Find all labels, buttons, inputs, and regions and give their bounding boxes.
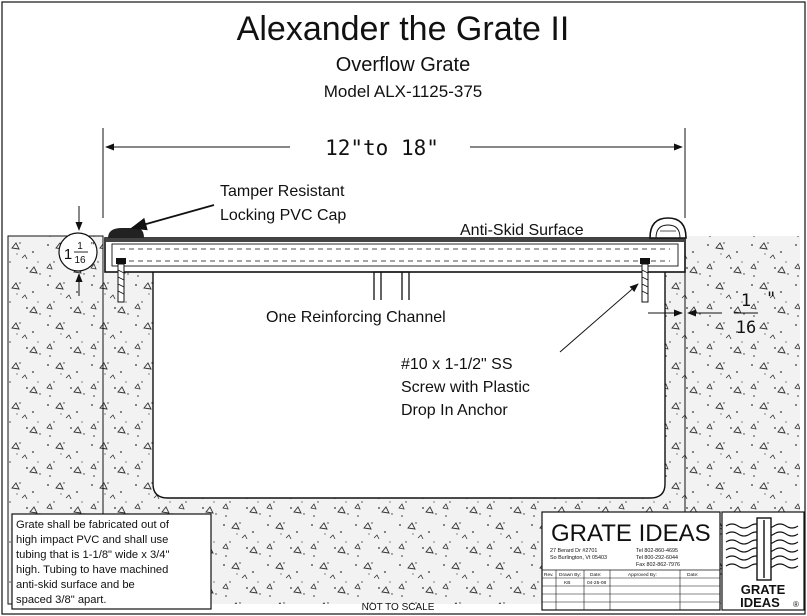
logo-text-line1: GRATE [741,582,786,597]
cap-callout-line2: Locking PVC Cap [220,207,346,224]
title-block-phone2: Tel 800-292-6044 [636,555,678,561]
screw-left [116,258,126,303]
grate-ideas-logo: GRATE IDEAS ® [721,511,805,611]
title-block-address1: 27 Berard Dr #2701 [550,548,597,554]
title-block-address2: So Burlington, Vt 05403 [550,555,607,561]
left-gap-unit: " [91,241,95,252]
spec-note-line: Grate shall be fabricated out of [16,519,170,531]
title-block-drawn-value: KB [564,580,570,586]
right-gap-unit: " [766,289,776,309]
spec-note-line: tubing that is 1-1/8" wide x 3/4" [16,549,169,561]
logo-text-line2: IDEAS [740,595,780,610]
width-dimension: 12"to 18" [102,128,686,218]
logo-registered-mark: ® [793,600,799,609]
right-gap-numerator: 1 [741,291,751,311]
width-dimension-label: 12"to 18" [325,136,439,160]
screw-callout-line2: Screw with Plastic [401,379,530,396]
screw-leader-arrow [559,283,639,353]
spec-note-line: spaced 3/8" apart. [16,594,106,606]
locking-cap-left [108,228,144,238]
cap-leader-arrow [130,204,215,231]
channel-callout: One Reinforcing Channel [266,309,446,326]
surface-callout: Anti-Skid Surface [460,222,584,239]
spec-note-line: high. Tubing to have machined [16,564,168,576]
spec-note-line: high impact PVC and shall use [16,534,168,546]
title-block-approved-label: Approved By: [628,572,657,578]
left-gap-whole: 1 [64,246,72,263]
screw-callout-line3: Drop In Anchor [401,402,508,419]
title-block-drawn-label: Drawn By: [559,572,581,578]
scale-note: NOT TO SCALE [362,602,435,613]
cap-callout-line1: Tamper Resistant [220,183,345,200]
locking-cap-right [649,217,687,239]
screw-callout: #10 x 1-1/2" SS Screw with Plastic Drop … [397,283,639,422]
title-block: GRATE IDEAS 27 Berard Dr #2701 So Burlin… [541,511,721,611]
title-block-rev-label: Rev. [544,572,554,578]
specification-note: Grate shall be fabricated out of high im… [11,513,212,610]
spec-note-line: anti-skid surface and be [16,579,135,591]
title-block-company: GRATE IDEAS [551,520,711,547]
screw-right [640,258,650,303]
title-block-phone1: Tel 802-860-4695 [636,548,678,554]
screw-callout-line1: #10 x 1-1/2" SS [401,356,513,373]
right-gap-denominator: 16 [736,318,756,338]
left-gap-denominator: 16 [74,255,86,266]
drain-channel-outline [152,272,666,499]
drawing-subtitle: Overflow Grate [336,54,470,76]
title-block-date2-label: Date: [687,572,698,578]
model-number: Model ALX-1125-375 [324,82,482,101]
concrete-basin [103,270,685,604]
title-block-date-label: Date: [590,572,601,578]
drawing-title: Alexander the Grate II [237,10,570,48]
grate-tube [104,237,686,273]
reinforcing-channel [373,271,410,300]
right-gap-dimension: 1 16 " [648,289,776,338]
title-block-fax: Fax 802-862-7976 [636,562,680,568]
left-gap-dimension: 1 1 16 " [58,206,103,296]
title-block-date-value: 04-25-08 [587,580,607,586]
left-gap-numerator: 1 [77,241,83,252]
